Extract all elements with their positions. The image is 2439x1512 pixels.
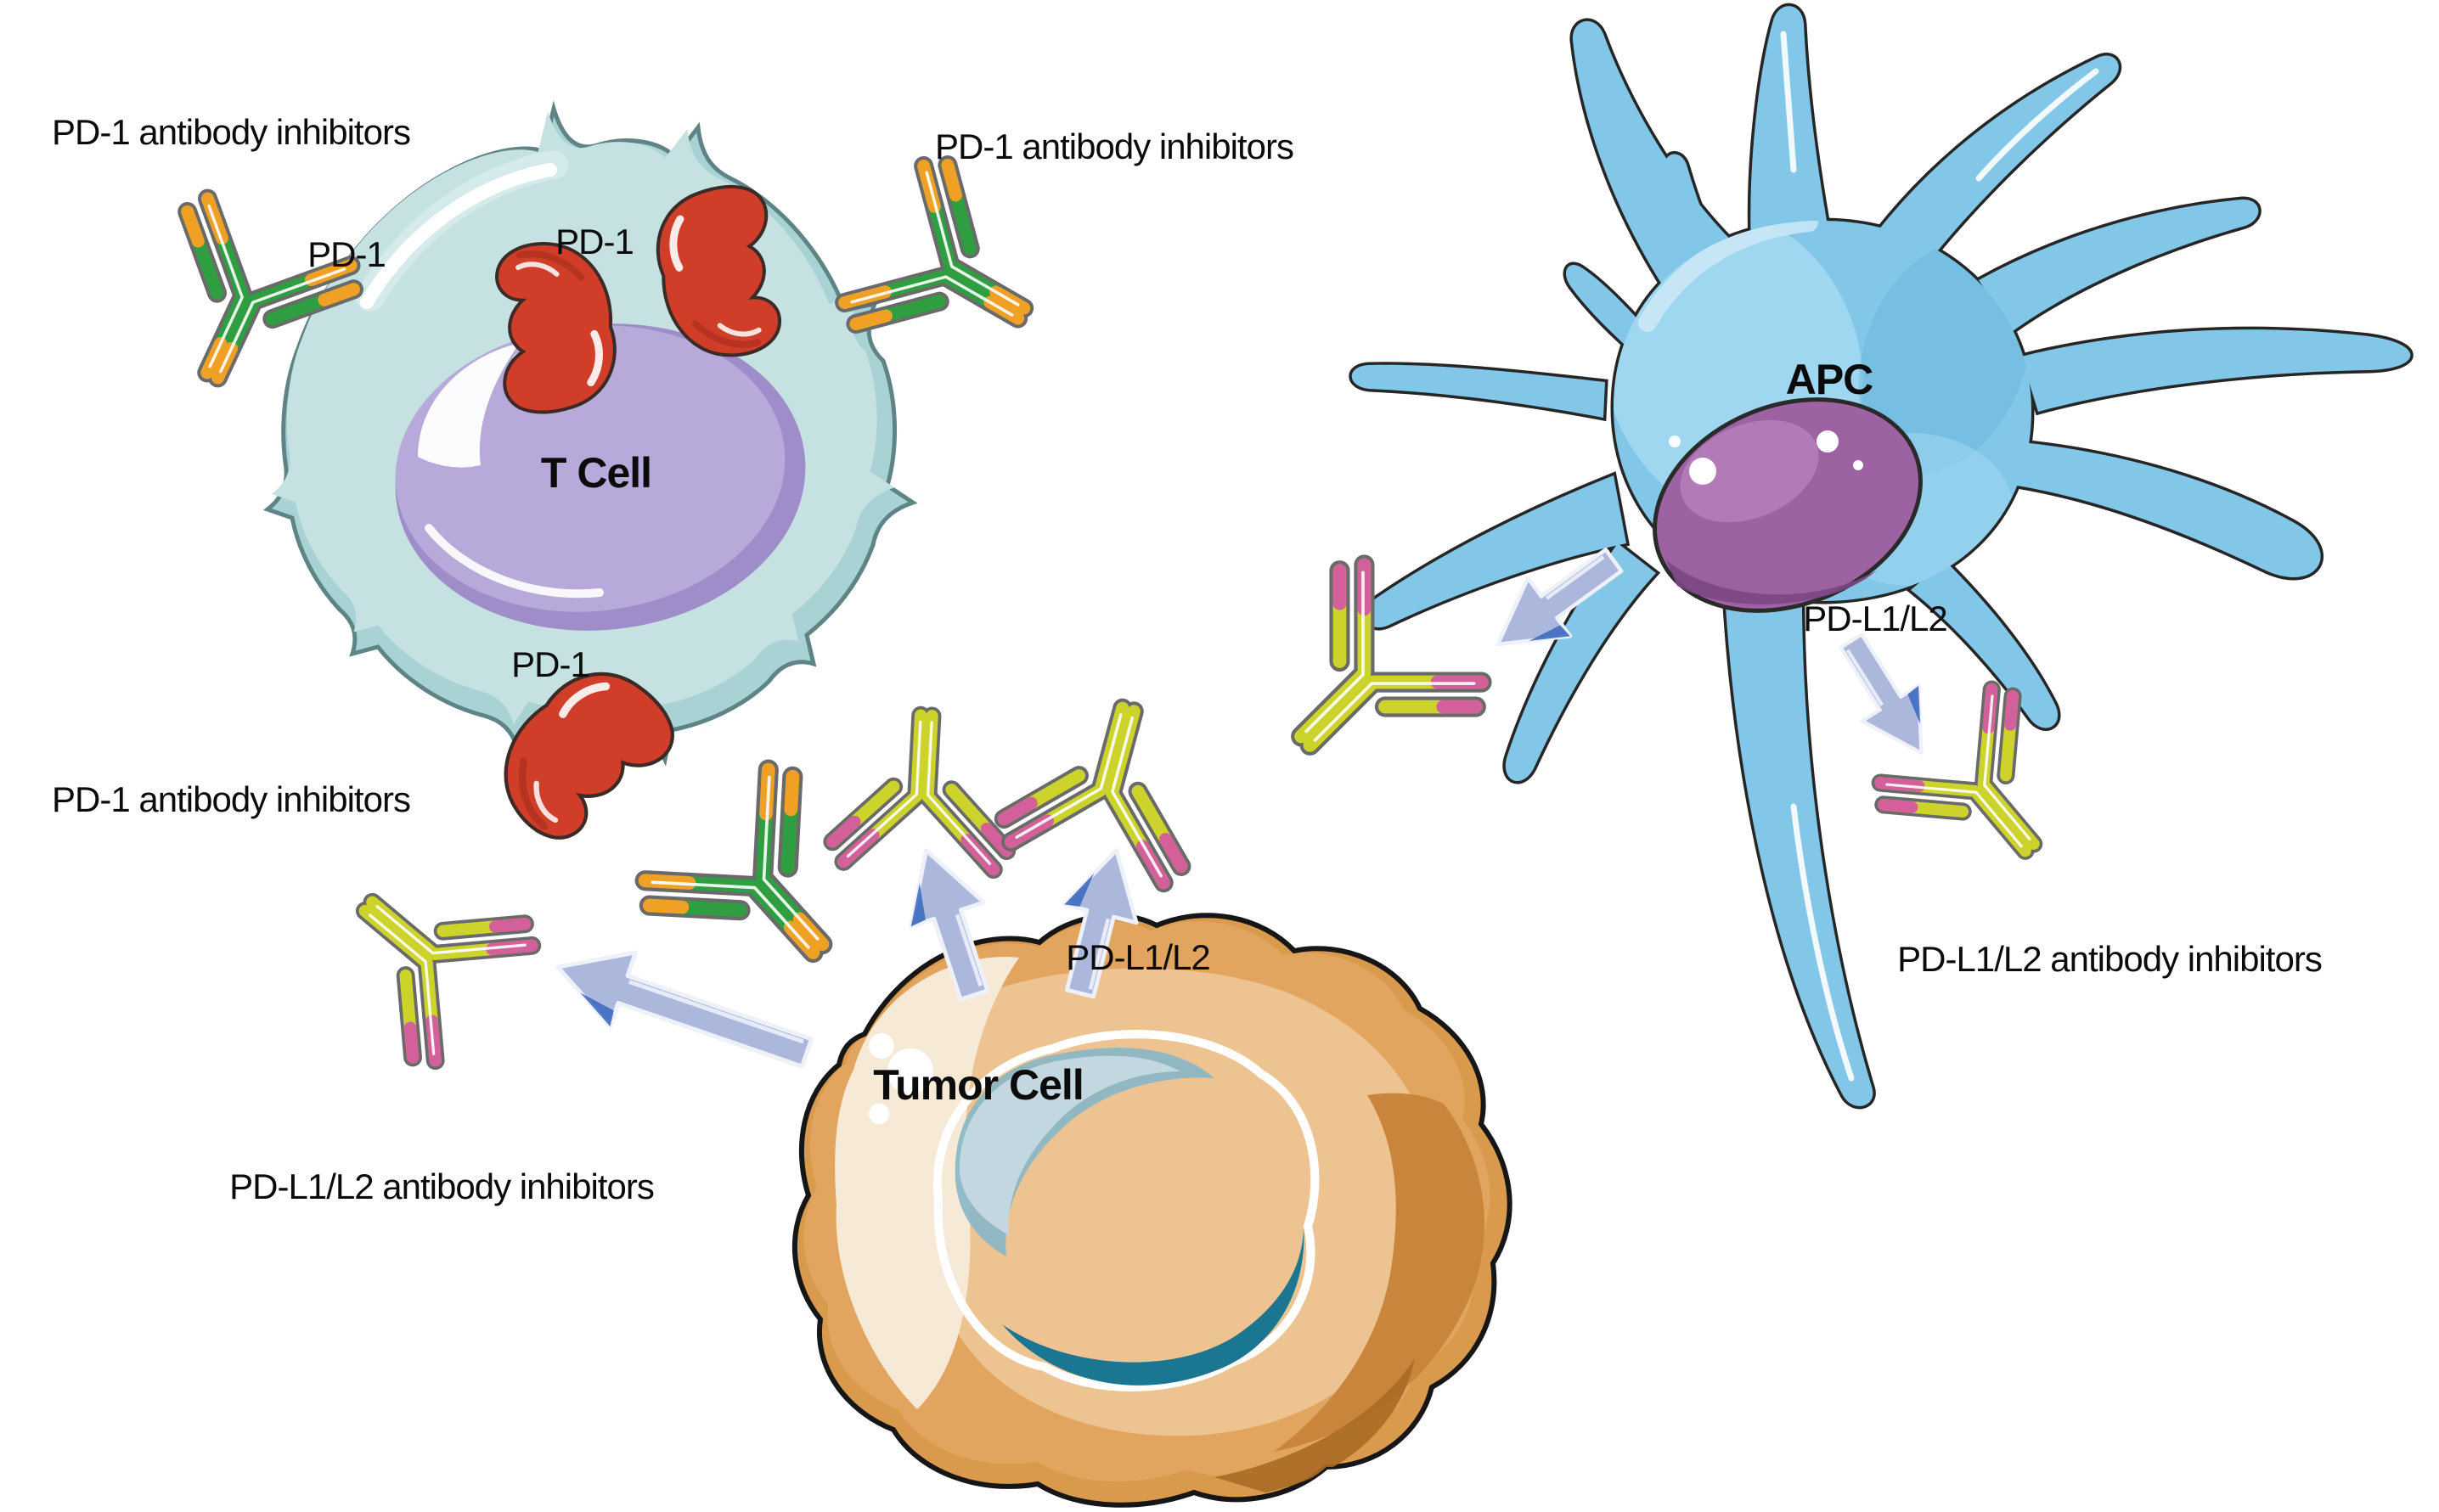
label-pd1-inhibitors-mid-left: PD-1 antibody inhibitors	[52, 778, 411, 819]
tumor-bubble3	[869, 1104, 889, 1124]
apc-cell	[1352, 6, 2411, 1106]
label-pd1-top: PD-1	[555, 221, 634, 261]
label-pd1-bottom: PD-1	[511, 644, 590, 684]
t-cell	[268, 109, 913, 760]
label-pdl1-apc: PD-L1/L2	[1803, 598, 1947, 638]
tumor-cell	[795, 915, 1510, 1505]
pdl1-antibody-left-of-tumor	[313, 840, 539, 1070]
label-tumor-cell: Tumor Cell	[873, 1060, 1084, 1109]
apc-tentacle-shine	[1780, 31, 1797, 173]
arrow-apc-to-right-antibody	[1823, 623, 1950, 770]
pd1-antibody-bottom	[635, 761, 889, 1013]
apc-tentacle-shine3	[1790, 803, 1855, 1082]
label-apc: APC	[1785, 355, 1874, 403]
pdl1-antibody-above-tumor-right	[999, 686, 1217, 886]
apc-nucleus	[1653, 397, 1923, 613]
label-pd1-inhibitors-top-left: PD-1 antibody inhibitors	[52, 111, 411, 152]
tumor-nucleus	[938, 1034, 1315, 1387]
label-pd1-inhibitors-top-mid: PD-1 antibody inhibitors	[935, 126, 1294, 166]
apc-tentacle-shine2	[1975, 68, 2099, 182]
label-pdl1-tumor: PD-L1/L2	[1066, 936, 1210, 977]
arrow-tumor-to-side-antibody	[545, 930, 820, 1090]
label-t-cell: T Cell	[540, 448, 652, 497]
tumor-bubble2	[869, 1033, 894, 1059]
pdl1-antibody-above-tumor-left	[831, 711, 1013, 870]
apc-bubble	[1689, 458, 1716, 485]
label-pd1-left: PD-1	[307, 233, 386, 274]
apc-bubble-small	[1669, 436, 1681, 447]
label-pdl1-inhibitors-bottom-right: PD-L1/L2 antibody inhibitors	[1897, 938, 2323, 979]
t-cell-highlight	[360, 163, 557, 309]
label-pdl1-inhibitors-bottom-left: PD-L1/L2 antibody inhibitors	[229, 1166, 655, 1206]
tumor-bubble	[887, 1048, 933, 1094]
t-cell-nucleus	[395, 299, 806, 631]
